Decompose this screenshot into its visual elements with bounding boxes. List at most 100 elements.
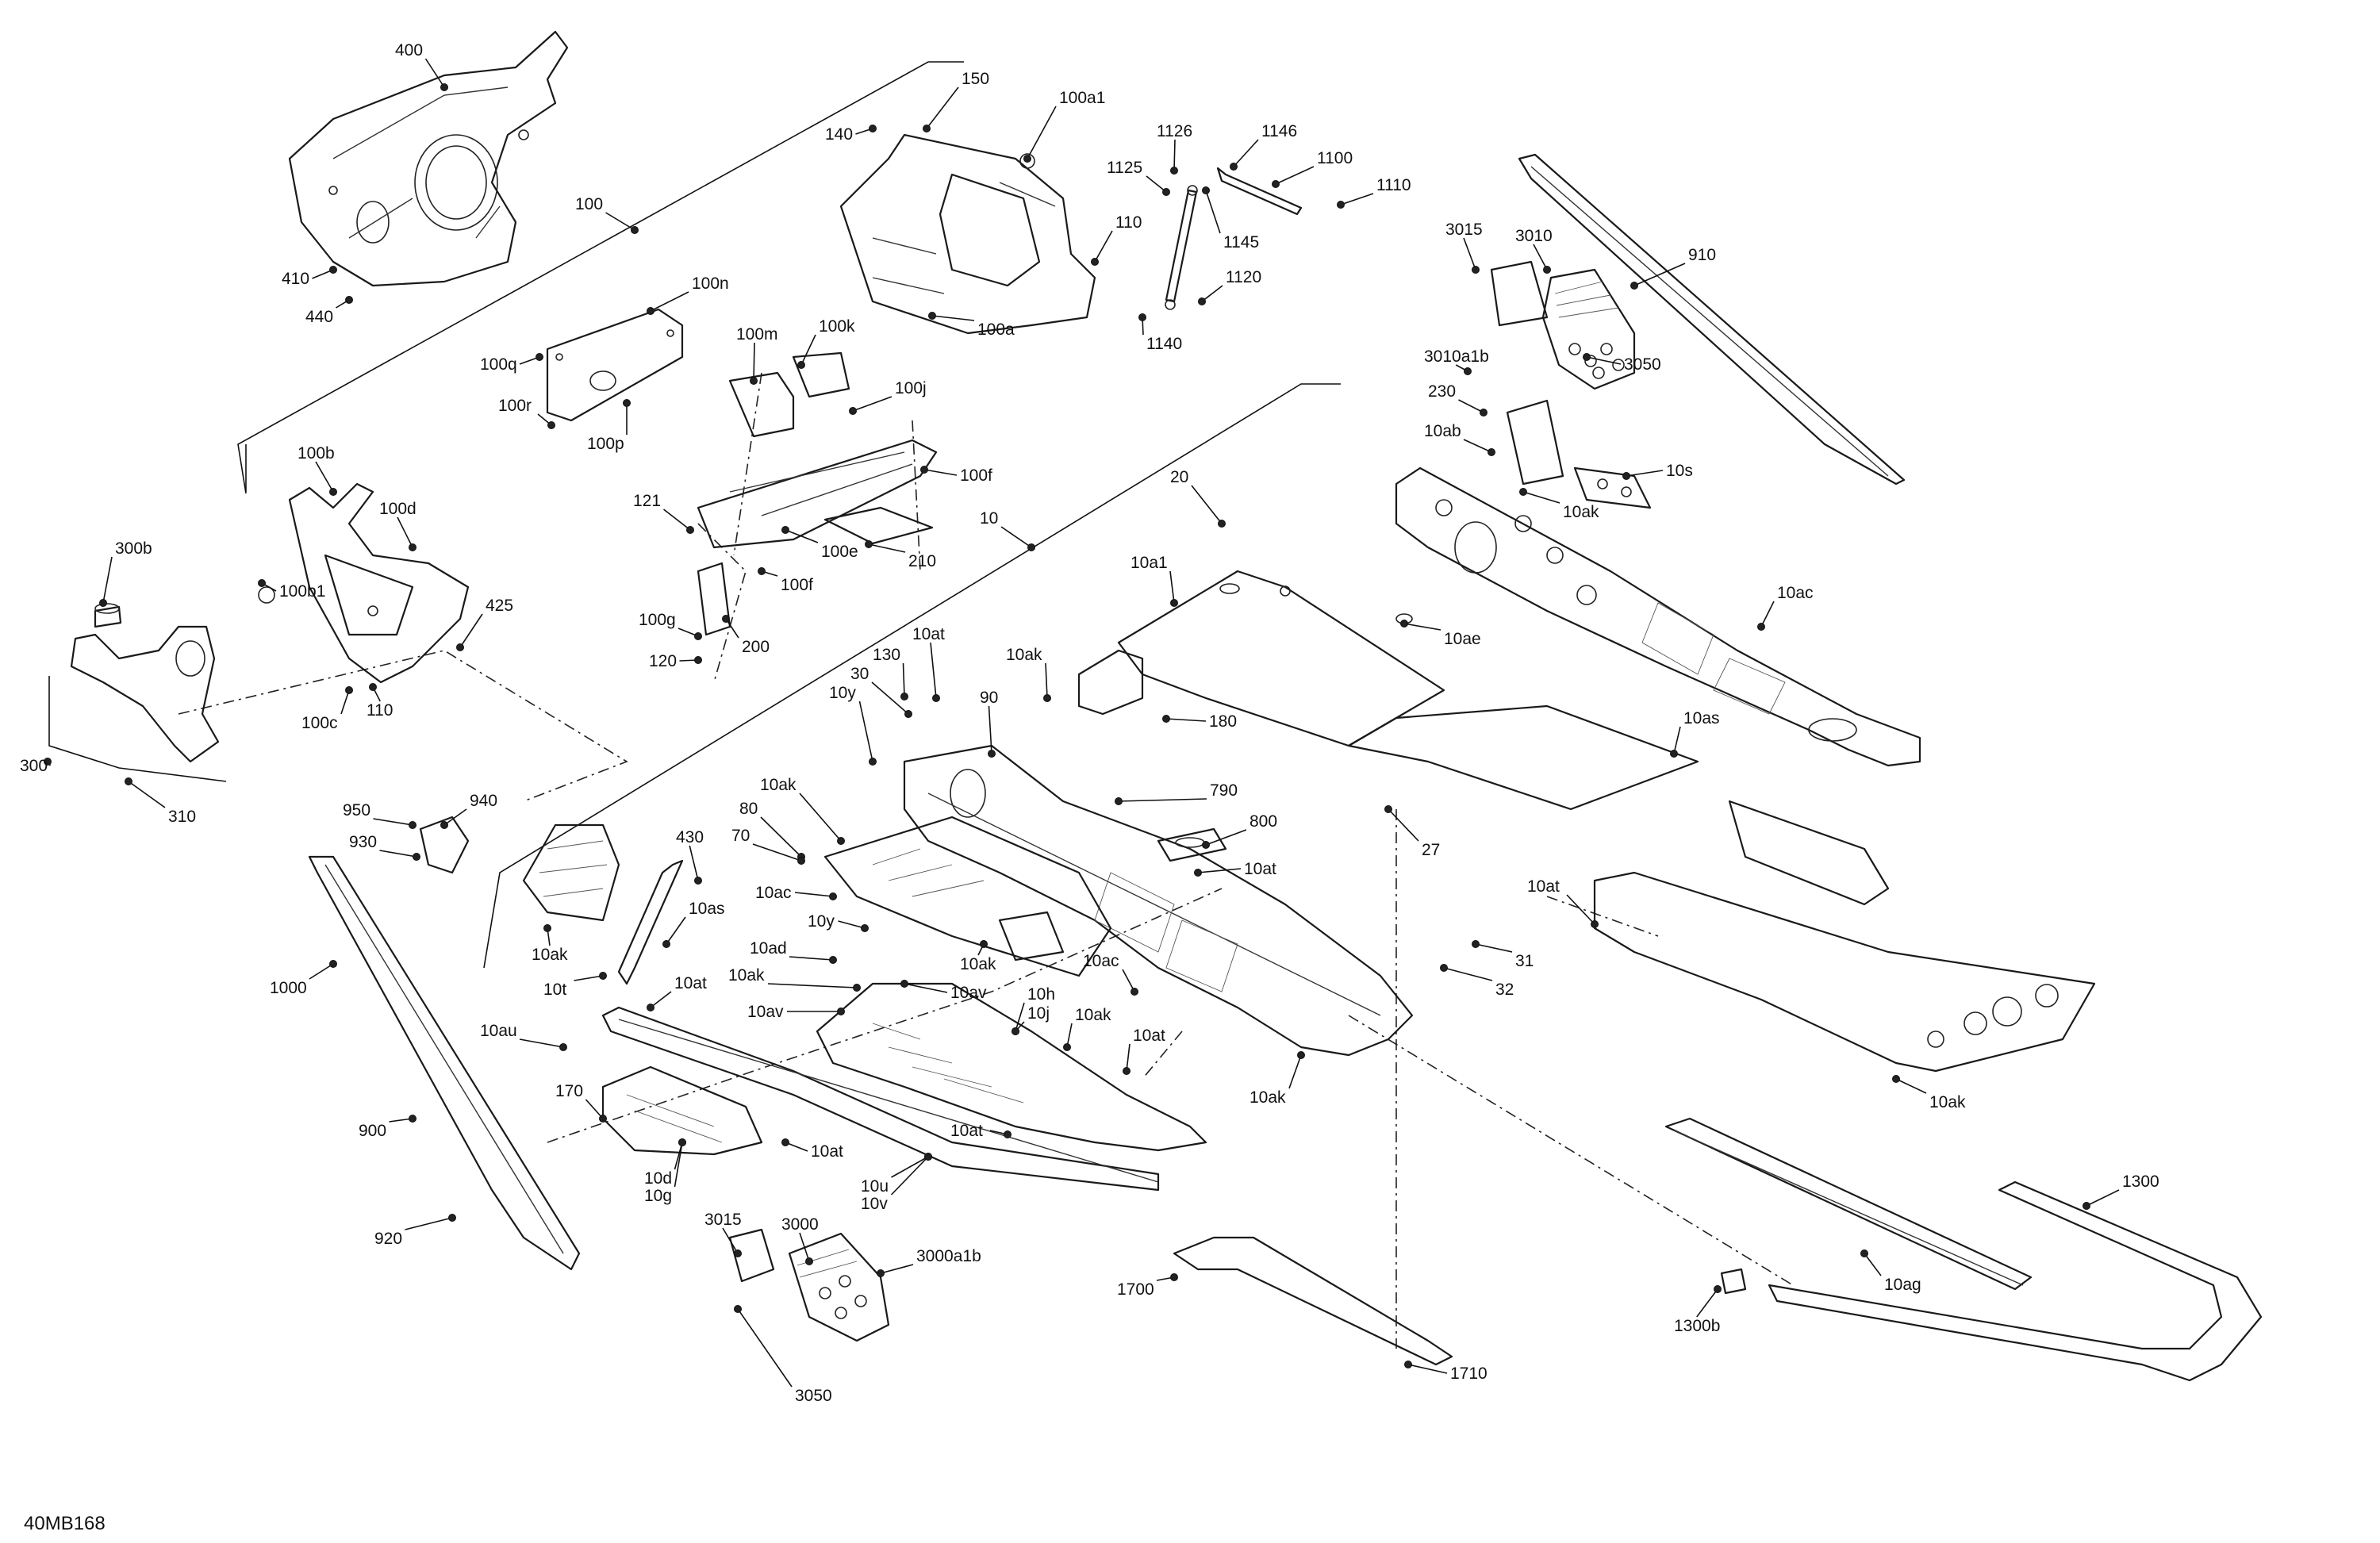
callout-100f: 100f bbox=[920, 466, 992, 485]
callout-910: 910 bbox=[1630, 246, 1716, 290]
fastener-marker bbox=[1464, 367, 1472, 375]
callout-leader bbox=[1066, 1023, 1073, 1048]
callout-10au: 10au bbox=[480, 1022, 567, 1051]
callout-leader bbox=[2086, 1189, 2120, 1207]
fastener-marker bbox=[829, 956, 837, 964]
callout-100j: 100j bbox=[849, 379, 927, 415]
fastener-marker bbox=[686, 526, 694, 534]
callout-label: 230 bbox=[1428, 382, 1456, 401]
fastener-marker bbox=[920, 466, 928, 474]
callout-leader bbox=[1566, 894, 1595, 925]
callout-10ak: 10ak bbox=[760, 776, 845, 845]
callout-100r: 100r bbox=[498, 397, 555, 429]
callout-10d: 10d bbox=[644, 1138, 686, 1188]
fastener-marker bbox=[662, 940, 670, 948]
fastener-marker bbox=[694, 632, 702, 640]
callout-150: 150 bbox=[923, 70, 989, 132]
callout-leader bbox=[931, 315, 975, 321]
callout-label: 100e bbox=[821, 543, 858, 561]
callout-leader bbox=[663, 509, 691, 531]
callout-100a1: 100a1 bbox=[1023, 89, 1105, 163]
callout-label: 10ac bbox=[1777, 584, 1814, 602]
callout-leader bbox=[309, 963, 334, 980]
fastener-marker bbox=[1337, 201, 1345, 209]
fastener-marker bbox=[631, 226, 639, 234]
callout-950: 950 bbox=[343, 801, 416, 829]
callout-410: 410 bbox=[282, 266, 337, 288]
callout-110: 110 bbox=[367, 683, 393, 720]
callout-leader bbox=[1122, 969, 1135, 992]
callout-leader bbox=[737, 1308, 793, 1388]
callout-label: 100f bbox=[781, 576, 813, 594]
callout-label: 10ak bbox=[1075, 1006, 1111, 1024]
callout-3015: 3015 bbox=[1445, 221, 1483, 274]
callout-label: 440 bbox=[305, 308, 333, 326]
callout-label: 10j bbox=[1027, 1004, 1050, 1023]
part-10ad-floor-channel bbox=[823, 816, 1112, 977]
callout-20: 20 bbox=[1170, 468, 1226, 528]
fastener-marker bbox=[1583, 353, 1591, 361]
callout-430: 430 bbox=[676, 828, 704, 885]
callout-leader bbox=[405, 1217, 453, 1230]
fastener-marker bbox=[1091, 258, 1099, 266]
fastener-marker bbox=[329, 266, 337, 274]
part-1300b-clip bbox=[1720, 1268, 1747, 1295]
callout-leader bbox=[1027, 106, 1057, 159]
callout-leader bbox=[871, 681, 909, 715]
callout-label: 1300b bbox=[1674, 1317, 1720, 1335]
callout-121: 121 bbox=[633, 492, 694, 534]
callout-leader bbox=[674, 1142, 683, 1188]
callout-leader bbox=[1463, 439, 1492, 453]
fastener-marker bbox=[2082, 1202, 2090, 1210]
fastener-marker bbox=[1472, 266, 1480, 274]
callout-800: 800 bbox=[1202, 812, 1277, 849]
callout-label: 10 bbox=[980, 509, 998, 528]
callout-leader bbox=[1760, 601, 1775, 628]
callout-110: 110 bbox=[1091, 213, 1142, 266]
callout-10ak: 10ak bbox=[1519, 488, 1599, 521]
part-10d-footrest bbox=[601, 1065, 763, 1156]
callout-label: 310 bbox=[168, 808, 196, 826]
callout-1145: 1145 bbox=[1202, 186, 1259, 251]
callout-leader bbox=[1288, 1054, 1302, 1089]
callout-10ak: 10ak bbox=[960, 940, 996, 973]
callout-leader bbox=[459, 613, 483, 648]
callout-leader bbox=[1388, 808, 1419, 842]
callout-label: 140 bbox=[825, 125, 853, 144]
callout-leader bbox=[585, 1099, 604, 1119]
callout-label: 3050 bbox=[795, 1387, 832, 1405]
callout-label: 1140 bbox=[1146, 335, 1182, 353]
callout-1710: 1710 bbox=[1404, 1361, 1488, 1383]
callout-100q: 100q bbox=[480, 353, 543, 374]
fastener-marker bbox=[623, 399, 631, 407]
callout-label: 430 bbox=[676, 828, 704, 846]
callout-leader bbox=[760, 816, 802, 858]
callout-10a1: 10a1 bbox=[1130, 554, 1178, 607]
callout-leader bbox=[1586, 356, 1622, 365]
callout-label: 10ak bbox=[532, 946, 568, 964]
callout-label: 10ab bbox=[1424, 422, 1461, 440]
fastener-marker bbox=[932, 694, 940, 702]
fastener-marker bbox=[647, 307, 654, 315]
fastener-marker bbox=[694, 877, 702, 885]
callout-100: 100 bbox=[575, 195, 639, 234]
fastener-marker bbox=[1480, 409, 1488, 416]
callout-30: 30 bbox=[850, 665, 912, 718]
callout-label: 27 bbox=[1422, 841, 1440, 859]
callout-10y: 10y bbox=[829, 684, 877, 766]
callout-leader bbox=[891, 1156, 929, 1178]
part-1100-link-rods bbox=[1165, 167, 1303, 310]
callout-100f: 100f bbox=[758, 567, 813, 594]
fastener-marker bbox=[1714, 1285, 1722, 1293]
fastener-marker bbox=[1400, 620, 1408, 628]
fastener-marker bbox=[1130, 988, 1138, 996]
callout-10ac: 10ac bbox=[1757, 584, 1814, 631]
fastener-marker bbox=[1063, 1043, 1071, 1051]
callout-leader bbox=[800, 334, 816, 366]
callout-label: 3000 bbox=[781, 1215, 819, 1234]
callout-10at: 10at bbox=[1123, 1027, 1165, 1075]
callout-leader bbox=[1407, 1364, 1448, 1374]
fastener-marker bbox=[1170, 599, 1178, 607]
callout-100e: 100e bbox=[781, 526, 858, 561]
callout-140: 140 bbox=[825, 125, 877, 144]
